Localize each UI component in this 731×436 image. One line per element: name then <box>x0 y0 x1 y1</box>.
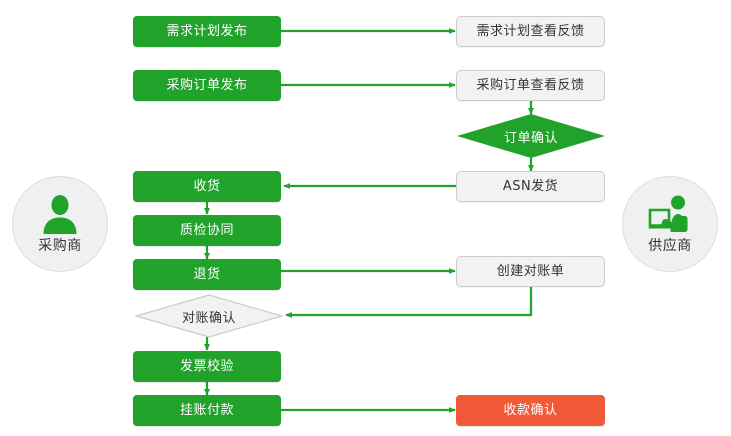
node-label: 挂账付款 <box>179 403 234 418</box>
node-label: 采购订单发布 <box>166 78 248 93</box>
role-label-buyer: 采购商 <box>38 237 82 254</box>
node-label: 发票校验 <box>179 359 234 374</box>
node-quality-collaboration[interactable]: 质检协同 <box>133 215 281 246</box>
node-demand-plan-publish[interactable]: 需求计划发布 <box>133 16 281 47</box>
node-label: 需求计划发布 <box>166 24 248 39</box>
node-label: 订单确认 <box>503 130 558 146</box>
node-order-confirm[interactable]: 订单确认 <box>457 114 605 158</box>
node-label: 需求计划查看反馈 <box>476 24 585 39</box>
node-label: 创建对账单 <box>496 264 565 279</box>
role-avatar-supplier: 供应商 <box>622 176 718 272</box>
node-label: 质检协同 <box>179 223 234 238</box>
node-create-statement[interactable]: 创建对账单 <box>456 256 605 287</box>
role-label-supplier: 供应商 <box>648 237 692 254</box>
node-label: 收货 <box>193 179 221 194</box>
edge-create-statement-to-reconcile-confirm <box>285 287 533 318</box>
node-return-goods[interactable]: 退货 <box>133 259 281 290</box>
node-label: 采购订单查看反馈 <box>476 78 585 93</box>
node-demand-plan-feedback[interactable]: 需求计划查看反馈 <box>456 16 605 47</box>
node-po-publish[interactable]: 采购订单发布 <box>133 70 281 101</box>
role-avatar-buyer: 采购商 <box>12 176 108 272</box>
node-receipt-confirm[interactable]: 收款确认 <box>456 395 605 426</box>
node-po-feedback[interactable]: 采购订单查看反馈 <box>456 70 605 101</box>
node-label: 收款确认 <box>503 403 558 418</box>
node-label: ASN发货 <box>502 179 559 194</box>
node-label: 退货 <box>193 267 221 282</box>
node-payment-posting[interactable]: 挂账付款 <box>133 395 281 426</box>
person-icon <box>43 194 77 234</box>
node-receive-goods[interactable]: 收货 <box>133 171 281 202</box>
node-asn-shipment[interactable]: ASN发货 <box>456 171 605 202</box>
node-label: 对账确认 <box>181 310 236 326</box>
node-reconcile-confirm[interactable]: 对账确认 <box>135 294 283 338</box>
node-invoice-verification[interactable]: 发票校验 <box>133 351 281 382</box>
person-computer-icon <box>648 195 688 232</box>
